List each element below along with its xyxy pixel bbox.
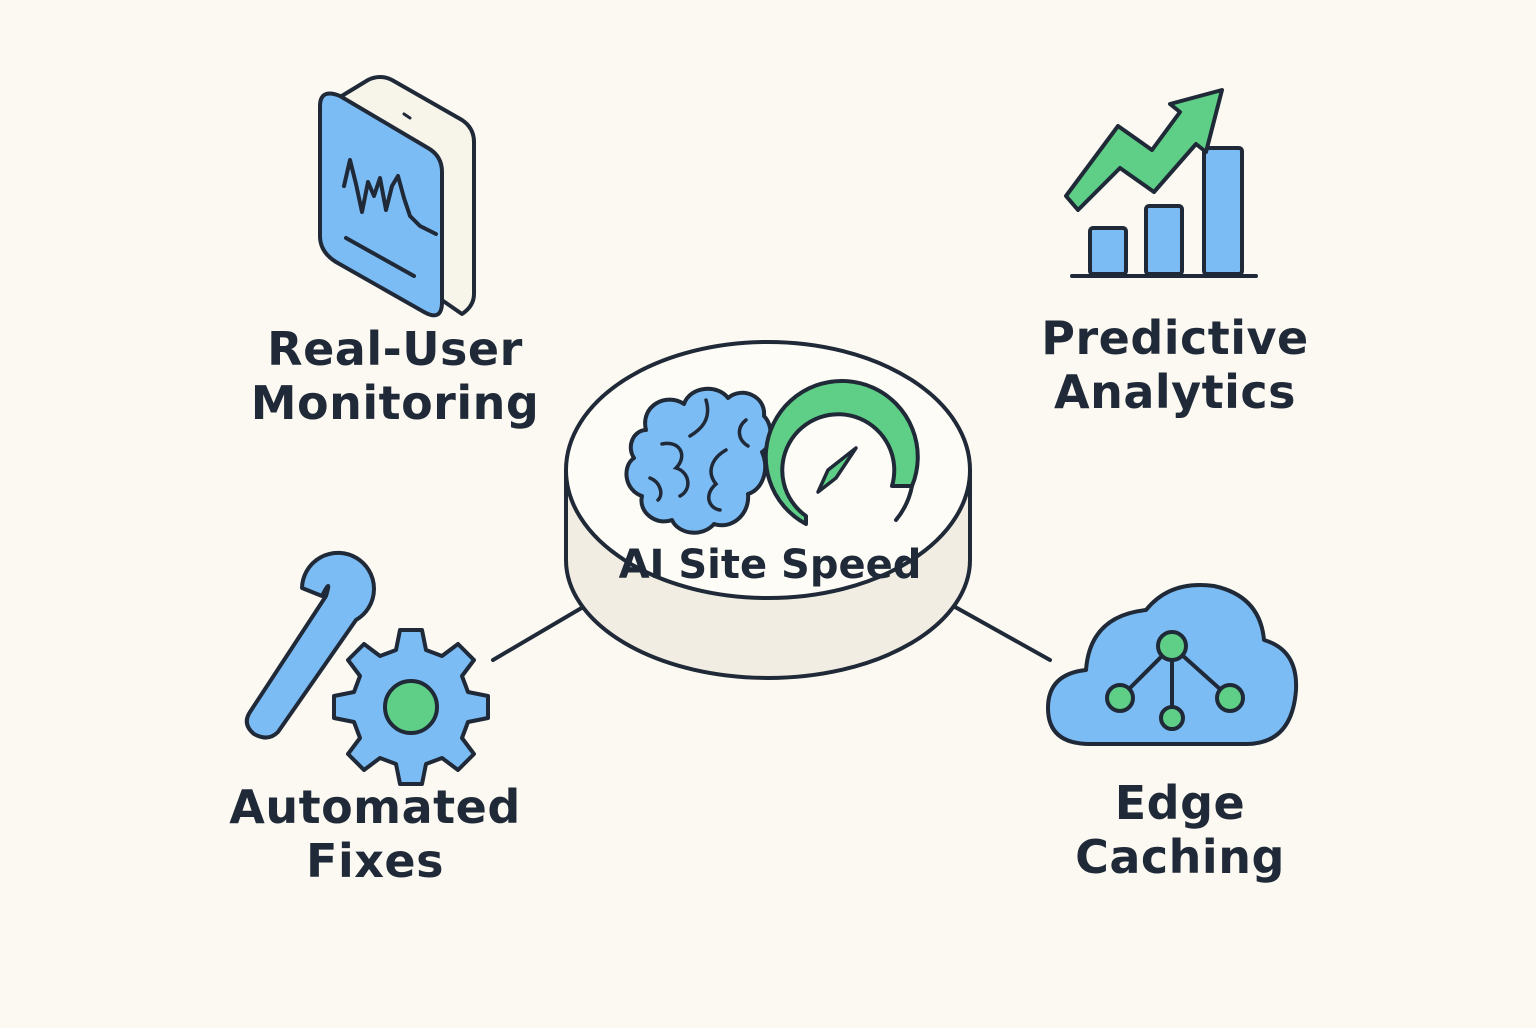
- connector-hub-automated-fixes: [491, 601, 592, 662]
- brain-icon: [624, 386, 773, 535]
- gear-icon: [332, 628, 490, 786]
- predictive-analytics-line1: Predictive: [1041, 311, 1309, 365]
- cloud-network-icon: [1046, 583, 1299, 746]
- wrench-icon: [244, 550, 376, 740]
- real-user-monitoring-label: Real-User Monitoring: [230, 322, 560, 430]
- monitoring-device-icon: [318, 75, 476, 318]
- trend-chart-icon: [1064, 88, 1258, 278]
- speedometer-icon: [763, 378, 920, 526]
- edge-caching-label: Edge Caching: [1020, 776, 1340, 884]
- real-user-monitoring-line2: Monitoring: [250, 376, 540, 430]
- real-user-monitoring-line1: Real-User: [267, 322, 523, 376]
- connector-hub-edge-caching: [946, 601, 1052, 662]
- edge-caching-line1: Edge: [1114, 776, 1246, 830]
- predictive-analytics-label: Predictive Analytics: [1010, 311, 1340, 419]
- automated-fixes-label: Automated Fixes: [215, 780, 535, 888]
- hub-label: AI Site Speed: [618, 542, 922, 588]
- predictive-analytics-line2: Analytics: [1053, 365, 1297, 419]
- edge-caching-line2: Caching: [1075, 830, 1285, 884]
- automated-fixes-line1: Automated: [229, 780, 521, 834]
- hub-disc: [564, 340, 972, 680]
- automated-fixes-line2: Fixes: [306, 834, 444, 888]
